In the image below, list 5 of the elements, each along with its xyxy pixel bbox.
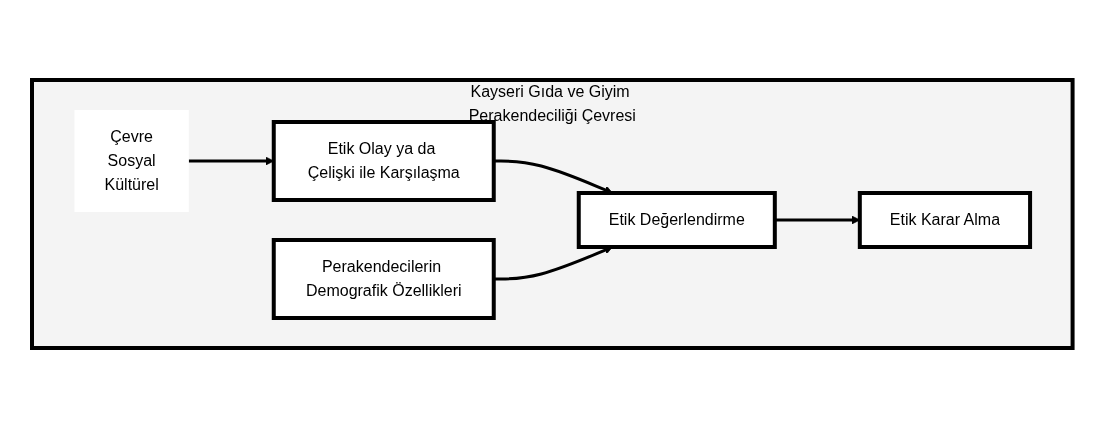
- node-box: Çevre Sosyal Kültürel: [74, 110, 189, 212]
- node-box: Etik Değerlendirme: [576, 191, 777, 249]
- node-box: Etik Karar Alma: [857, 191, 1032, 249]
- node-box: Etik Olay ya da Çelişki ile Karşılaşma: [271, 120, 496, 202]
- node-box: Perakendecilerin Demografik Özellikleri: [271, 238, 496, 320]
